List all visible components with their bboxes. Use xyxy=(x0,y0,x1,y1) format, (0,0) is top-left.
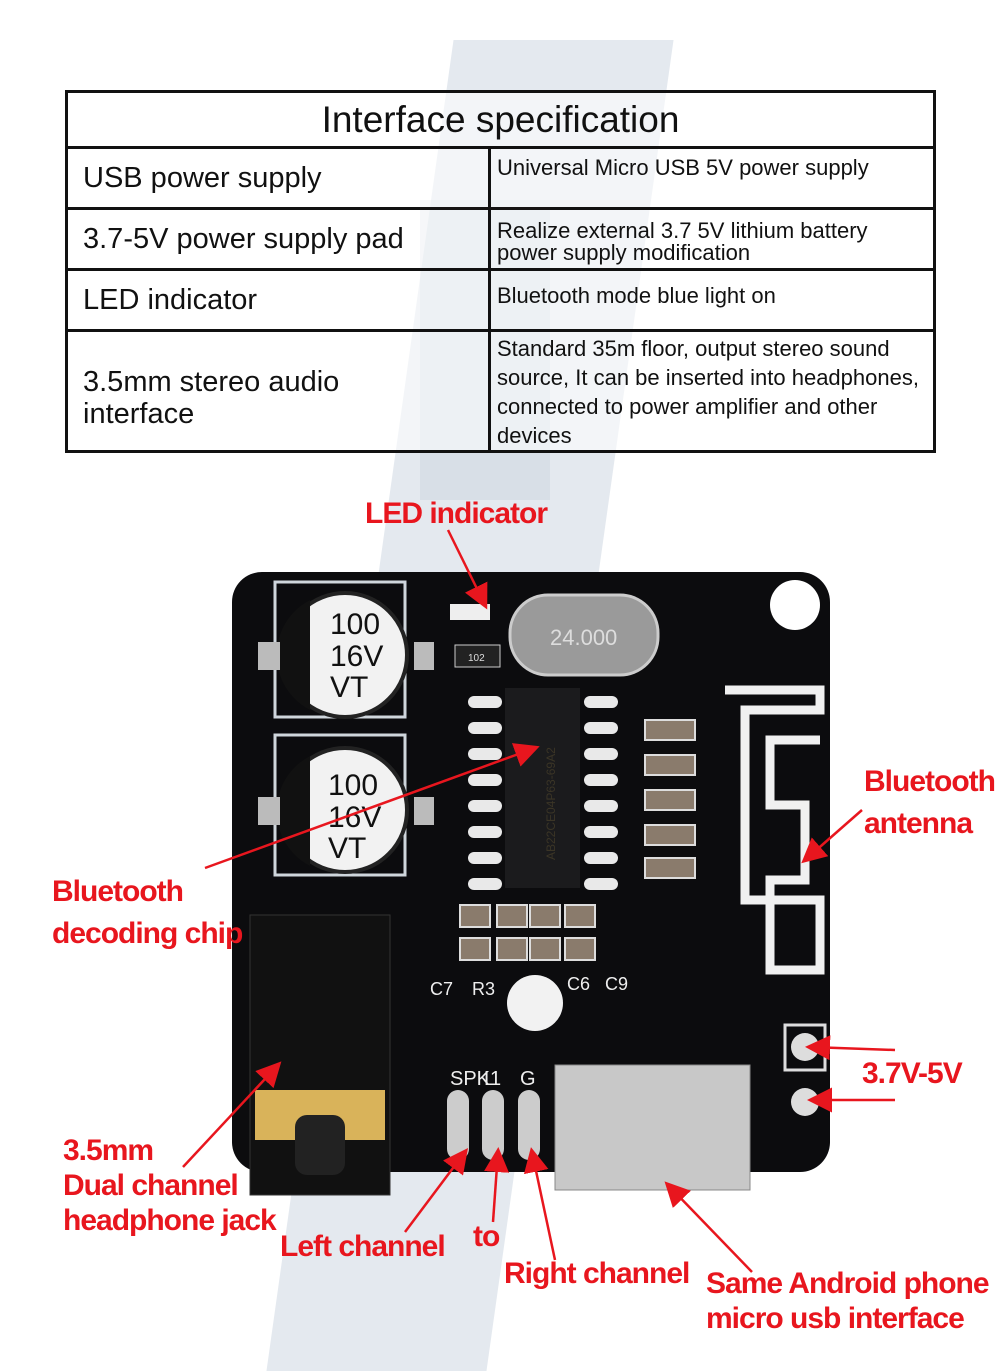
silk-C7: C7 xyxy=(430,979,453,999)
table-title: Interface specification xyxy=(65,90,936,149)
label-left-channel: Left channel xyxy=(280,1230,446,1263)
micro-usb-port xyxy=(554,1064,751,1191)
silk-R3: R3 xyxy=(472,979,495,999)
label-decoding-chip-1: Bluetooth xyxy=(52,875,184,908)
silk-G: L xyxy=(484,1068,495,1090)
row-name: LED indicator xyxy=(65,268,491,332)
label-jack-2: Dual channel xyxy=(63,1169,239,1202)
cap-brand: VT xyxy=(330,671,368,704)
silk-C9: C9 xyxy=(605,974,628,994)
row-desc: Realize external 3.7 5V lithium battery … xyxy=(488,207,936,271)
silk-C6: C6 xyxy=(567,974,590,994)
label-jack-1: 3.5mm xyxy=(63,1134,154,1167)
chip-pins xyxy=(468,696,618,890)
label-bluetooth-antenna-1: Bluetooth xyxy=(864,765,996,798)
cap-value: 100 xyxy=(328,769,378,802)
led xyxy=(450,604,490,620)
row-name: 3.7-5V power supply pad xyxy=(65,207,491,271)
hole xyxy=(507,975,563,1031)
cap-value: 100 xyxy=(330,608,380,641)
capacitor-c3: 100 16V VT xyxy=(258,580,434,719)
label-usb-2: micro usb interface xyxy=(706,1302,965,1335)
silk-L: SPK1 xyxy=(450,1068,501,1090)
decoder-chip xyxy=(505,688,580,888)
row-desc: Standard 35m floor, output stereo sound … xyxy=(488,329,936,453)
label-to: to xyxy=(473,1220,500,1253)
label-jack-3: headphone jack xyxy=(63,1204,277,1237)
row-desc: Bluetooth mode blue light on xyxy=(488,268,936,332)
resistor xyxy=(454,644,501,668)
resistor-marking: 102 xyxy=(468,653,485,664)
row-name: USB power supply xyxy=(65,146,491,210)
silk-R: G xyxy=(520,1068,536,1090)
row-name: 3.5mm stereo audio interface xyxy=(65,329,491,453)
label-led-indicator: LED indicator xyxy=(365,497,548,530)
smd-components xyxy=(459,719,696,961)
label-power-pads: 3.7V-5V xyxy=(862,1057,963,1090)
label-bluetooth-antenna-2: antenna xyxy=(864,807,973,840)
label-right-channel: Right channel xyxy=(504,1257,690,1290)
table-row: 3.5mm stereo audio interface Standard 35… xyxy=(65,329,936,453)
crystal-marking: 24.000 xyxy=(550,625,617,650)
crystal xyxy=(508,593,660,677)
cap-brand: VT xyxy=(328,832,366,865)
bat-minus-pad xyxy=(791,1088,819,1116)
label-usb-1: Same Android phone xyxy=(706,1267,990,1300)
table-row: LED indicator Bluetooth mode blue light … xyxy=(65,268,936,332)
chip-marking: AB22CE04P63-69A2 xyxy=(544,747,558,860)
audio-pads xyxy=(447,1090,540,1160)
spec-table: Interface specification USB power supply… xyxy=(65,90,936,453)
table-row: 3.7-5V power supply pad Realize external… xyxy=(65,207,936,271)
cap-voltage: 16V xyxy=(330,640,383,673)
antenna-trace xyxy=(725,685,825,975)
mounting-hole xyxy=(770,580,820,630)
capacitor-c4: 100 16V VT xyxy=(258,733,434,877)
annotation-arrows xyxy=(182,529,896,1273)
row-desc: Universal Micro USB 5V power supply xyxy=(488,146,936,210)
table-row: USB power supply Universal Micro USB 5V … xyxy=(65,146,936,210)
label-decoding-chip-2: decoding chip xyxy=(52,917,243,950)
